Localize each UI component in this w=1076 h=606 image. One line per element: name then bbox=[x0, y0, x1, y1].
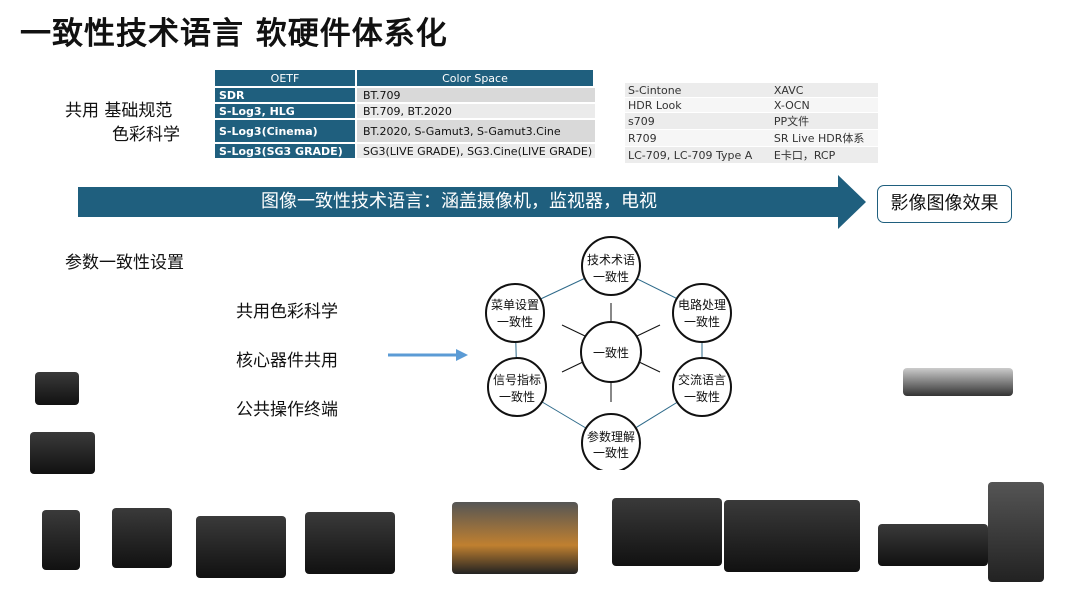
param-label: 参数一致性设置 bbox=[65, 253, 184, 273]
cell: SR Live HDR体系 bbox=[770, 130, 878, 146]
image-effect-box: 影像图像效果 bbox=[877, 185, 1012, 223]
cinema-camera-image bbox=[196, 516, 286, 578]
box-camera-image bbox=[878, 524, 988, 566]
point-1: 共用色彩科学 bbox=[236, 302, 338, 322]
node-label: 一致性 bbox=[593, 446, 629, 460]
cell: E卡口，RCP bbox=[770, 147, 878, 163]
rack-unit-image bbox=[903, 368, 1013, 396]
cell: s709 bbox=[625, 113, 771, 129]
cell: SG3(LIVE GRADE), SG3.Cine(LIVE GRADE) bbox=[357, 144, 595, 158]
cell: HDR Look bbox=[625, 98, 771, 112]
slide-title: 一致性技术语言 软硬件体系化 bbox=[20, 16, 448, 52]
color-science-label: 色彩科学 bbox=[112, 125, 180, 145]
node-label: 参数理解 bbox=[587, 429, 635, 444]
node-label: 一致性 bbox=[684, 390, 720, 404]
cell: S-Log3(Cinema) bbox=[215, 120, 357, 142]
camera-fx3-image bbox=[42, 510, 80, 570]
shared-label: 共用 基础规范 bbox=[65, 101, 173, 121]
broadcast-camera-image bbox=[612, 498, 722, 566]
cell: XAVC bbox=[770, 83, 878, 97]
system-camera-image bbox=[724, 500, 860, 572]
point-3: 公共操作终端 bbox=[236, 400, 338, 420]
node-label: 一致性 bbox=[497, 315, 533, 329]
camera-fx6-image bbox=[112, 508, 172, 568]
cell: S-Log3, HLG bbox=[215, 104, 357, 118]
cell: S-Cintone bbox=[625, 83, 771, 97]
node-label: 一致性 bbox=[593, 270, 629, 284]
node-label: 菜单设置 bbox=[491, 298, 539, 312]
cell: BT.2020, S-Gamut3, S-Gamut3.Cine bbox=[357, 120, 595, 142]
consistency-arrow: 图像一致性技术语言：涵盖摄像机，监视器，电视 bbox=[78, 187, 840, 217]
point-2: 核心器件共用 bbox=[236, 351, 338, 371]
cell: BT.709, BT.2020 bbox=[357, 104, 595, 118]
cell: PP文件 bbox=[770, 113, 878, 129]
node-label: 一致性 bbox=[499, 390, 535, 404]
arrow-head-icon bbox=[838, 175, 866, 229]
header-oetf: OETF bbox=[215, 70, 357, 86]
node-label: 信号指标 bbox=[493, 372, 541, 387]
cell: SDR bbox=[215, 88, 357, 102]
center-node: 一致性 bbox=[593, 346, 629, 360]
node-label: 一致性 bbox=[684, 315, 720, 329]
camcorder-image bbox=[30, 432, 95, 474]
cell: BT.709 bbox=[357, 88, 595, 102]
node-label: 交流语言 bbox=[678, 372, 726, 387]
mirrorless-camera-image bbox=[35, 372, 79, 405]
right-arrow-icon bbox=[388, 349, 468, 361]
cell: LC-709, LC-709 Type A bbox=[625, 147, 771, 163]
cell: X-OCN bbox=[770, 98, 878, 112]
monitors-image bbox=[452, 502, 578, 574]
rcp-panel-image bbox=[988, 482, 1044, 582]
header-color-space: Color Space bbox=[357, 70, 595, 86]
node-label: 技术术语 bbox=[587, 253, 635, 267]
cell: R709 bbox=[625, 130, 771, 146]
node-label: 电路处理 bbox=[678, 297, 726, 312]
cell: S-Log3(SG3 GRADE) bbox=[215, 144, 357, 158]
studio-camera-image bbox=[305, 512, 395, 574]
